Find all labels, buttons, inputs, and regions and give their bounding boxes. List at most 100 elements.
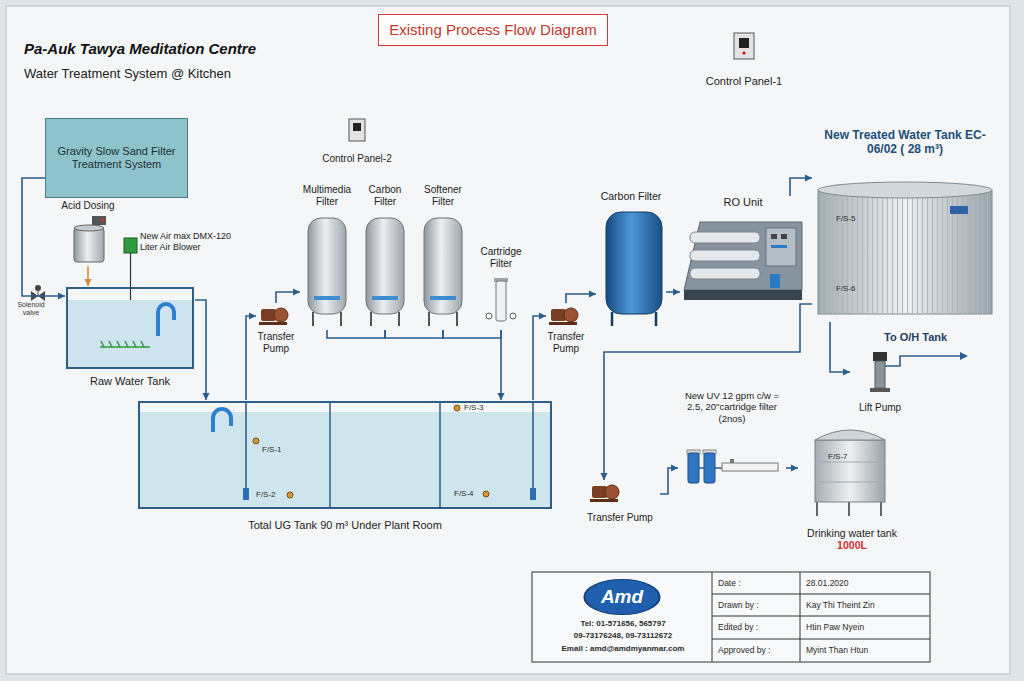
ro-unit (766, 228, 796, 266)
lift-pump: Lift Pump (850, 350, 910, 414)
arrow-head (673, 288, 680, 295)
carbon-vessel (612, 312, 656, 326)
node-label: New Treated Water Tank EC-06/02 ( 28 m³) (812, 128, 998, 157)
pipe-line (87, 266, 89, 286)
text-label: Approved by : (718, 645, 770, 655)
underground-tank (532, 402, 534, 488)
treatment-box: Gravity Slow Sand Filter Treatment Syste… (45, 118, 188, 198)
arrow-head (249, 312, 256, 319)
title-block (532, 572, 930, 662)
lift-pump (870, 388, 890, 392)
underground-tank (243, 488, 249, 500)
solenoid-valve (31, 285, 45, 301)
pipe-connector (830, 322, 850, 376)
node-label: Acid Dosing (58, 200, 118, 212)
pump-icon (274, 308, 288, 322)
node-label: Control Panel-1 (698, 75, 790, 88)
pipe-line (533, 316, 546, 400)
drinking-water-tank (815, 440, 885, 502)
cartridge-filter (486, 313, 492, 319)
control-panel-icon (734, 33, 754, 59)
underground-tank (213, 409, 231, 432)
company-logo: Amd (583, 578, 661, 616)
uv-unit (699, 467, 722, 469)
pipe-line (385, 330, 443, 338)
pipe-connector (195, 300, 210, 400)
underground-tank (139, 402, 551, 508)
node-label: New UV 12 gpm c/w = 2.5, 20"cartridge fi… (678, 390, 786, 424)
node-label: Total UG Tank 90 m³ Under Plant Room (137, 519, 553, 532)
pump-icon (551, 309, 566, 321)
air-blower (124, 238, 137, 253)
node-label: 1000L (798, 539, 906, 552)
pipe-connector (443, 330, 501, 338)
pump-icon (549, 322, 577, 325)
text-label: F/S-6 (836, 284, 856, 294)
pipe-line (500, 330, 502, 400)
solenoid-valve (35, 285, 41, 291)
cartridge-filter (510, 313, 516, 319)
text-label: F/S-7 (828, 452, 848, 462)
text-label: F/S-4 (454, 489, 474, 499)
text-label: F/S-1 (262, 445, 282, 455)
filter-vessel (371, 312, 399, 326)
float-switch-dot (287, 492, 293, 498)
text-label: Tel: 01-571656, 565797 (537, 619, 709, 629)
node-label: Cartridge Filter (476, 246, 526, 270)
filter-vessel (308, 218, 346, 314)
transfer-pump: Transfer Pump (580, 480, 660, 524)
transfer-pump: Transfer Pump (546, 303, 586, 355)
raw-water-tank (68, 300, 192, 367)
cartridge-filter (496, 281, 506, 321)
text-label: 28.01.2020 (806, 578, 849, 588)
pipe-line (276, 292, 300, 303)
uv-unit (687, 450, 700, 454)
node-label: Control Panel-2 (312, 153, 402, 165)
arrow-head (805, 174, 812, 181)
control-panel-icon (349, 119, 365, 141)
pipe-connector (246, 312, 256, 400)
pipe-connector (790, 174, 812, 196)
pipe-connector (600, 304, 812, 480)
ro-unit: RO Unit (680, 196, 806, 306)
lift-pump (885, 356, 961, 366)
pump-icon (592, 486, 607, 498)
solenoid-valve (38, 291, 45, 301)
pump-icon (549, 308, 578, 325)
text-label: Htin Paw Nyein (806, 622, 864, 632)
lift-pump (960, 352, 968, 360)
control-panel-icon (353, 123, 361, 131)
control-panel: Control Panel-2 (312, 117, 402, 165)
uv-unit (688, 453, 699, 483)
node-label: Transfer Pump (256, 331, 296, 355)
air-blower (124, 238, 137, 345)
arrow-head (58, 292, 65, 299)
pipe-connector (84, 266, 91, 286)
title-block (532, 572, 930, 662)
ro-unit (771, 234, 777, 239)
ro-unit (781, 234, 787, 239)
node-label: Amd (583, 586, 661, 609)
ro-unit (690, 232, 760, 243)
dosing-tank (74, 225, 104, 231)
pump-icon (590, 485, 619, 502)
node-label: Gravity Slow Sand Filter Treatment Syste… (51, 145, 182, 171)
text-label: F/S-3 (464, 403, 484, 413)
ro-unit (684, 222, 802, 300)
text-label: Water Treatment System @ Kitchen (24, 66, 231, 82)
text-label: Kay Thi Theint Zin (806, 600, 875, 610)
text-label: 09-73176248, 09-73112672 (537, 631, 709, 641)
text-label: Myint Than Htun (806, 645, 868, 655)
ro-unit (684, 290, 802, 300)
underground-tank (329, 402, 331, 508)
filter-vessel: Carbon Filter (358, 184, 412, 330)
drinking-water-tank (815, 430, 885, 516)
raw-water-tank (158, 304, 174, 336)
acid-dosing: Acid Dosing (58, 200, 118, 266)
arrow-head (600, 473, 607, 480)
underground-tank (139, 402, 551, 508)
filter-vessel (366, 218, 404, 314)
